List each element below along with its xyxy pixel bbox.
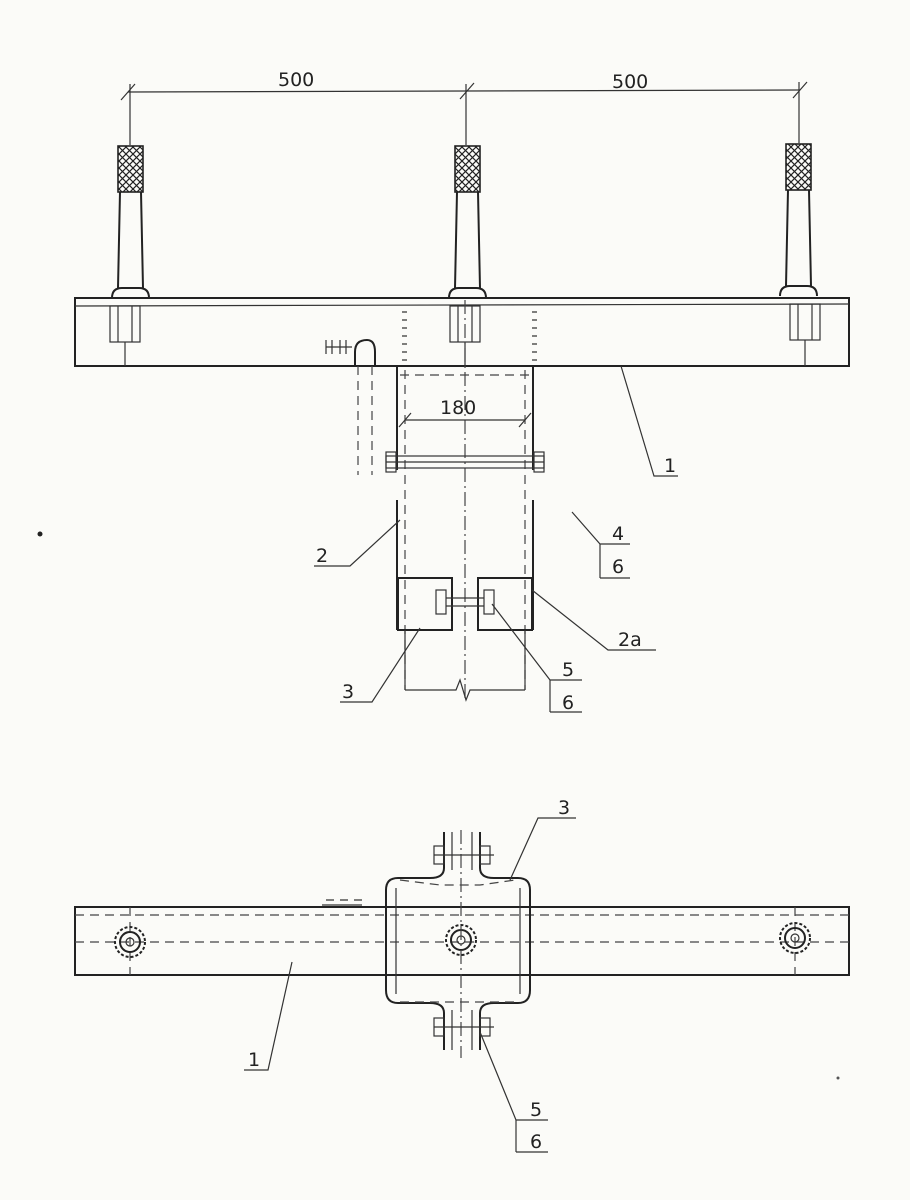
callout-4: 4 — [612, 523, 624, 545]
callout-5-bottom: 5 — [530, 1099, 542, 1121]
pin-rosette-right — [779, 922, 811, 954]
insulator-center — [448, 145, 487, 299]
dimension-line-top — [120, 81, 808, 145]
elevation-view: 500 500 — [74, 69, 850, 714]
callout-3-bottom: 3 — [558, 797, 570, 819]
pin-rosette-left — [114, 926, 146, 958]
clamp-plan — [385, 830, 531, 1058]
insulator-left — [111, 145, 150, 299]
callout-1-bottom: 1 — [248, 1049, 260, 1071]
callout-5-top: 5 — [562, 659, 574, 681]
insulator-right — [779, 143, 818, 297]
callout-1-top: 1 — [664, 455, 676, 477]
cable-fitting — [325, 338, 376, 366]
crossbeam-elevation — [74, 297, 850, 367]
leaders-top — [314, 365, 678, 713]
callout-6-tie: 6 — [612, 556, 624, 578]
post-channel — [357, 300, 534, 700]
dimension-180: 180 — [440, 397, 476, 419]
dimension-line-180 — [398, 412, 532, 428]
lower-brackets — [397, 577, 533, 702]
dimension-500-left: 500 — [278, 69, 314, 91]
callout-6-top: 6 — [562, 692, 574, 714]
leaders-bottom — [244, 817, 576, 1153]
scan-specks — [37, 531, 840, 1080]
dimension-500-right: 500 — [612, 71, 648, 93]
callout-6-bottom: 6 — [530, 1131, 542, 1153]
callout-3-top: 3 — [342, 681, 354, 703]
callout-2a: 2а — [618, 629, 642, 651]
crossbeam-plan — [74, 899, 850, 976]
plan-view: 3 1 5 6 — [74, 797, 850, 1153]
callout-2: 2 — [316, 545, 328, 567]
tie-rod — [385, 451, 545, 473]
